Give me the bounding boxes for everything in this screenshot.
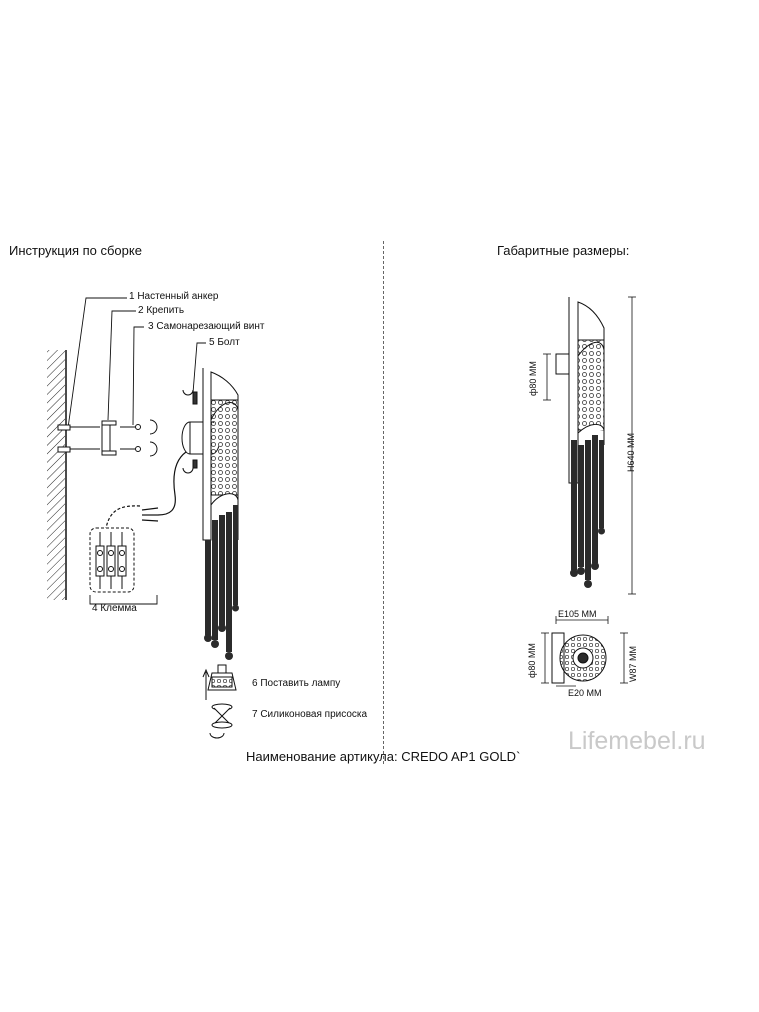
mounting-bracket xyxy=(101,420,117,456)
dimension-lines xyxy=(541,296,636,687)
lamp-bulb xyxy=(202,664,237,700)
part-label-wall-anchor: 1 Настенный анкер xyxy=(129,291,219,302)
top-view-plate xyxy=(551,632,607,684)
lamp-body-left xyxy=(202,368,239,660)
watermark: Lifemebel.ru xyxy=(568,727,706,755)
lamp-body-right xyxy=(555,297,605,588)
section-divider xyxy=(383,241,384,764)
part-label-lamp: 6 Поставить лампу xyxy=(252,678,341,689)
leader-lines xyxy=(67,297,206,605)
dimensions-title: Габаритные размеры: xyxy=(497,243,630,258)
part-label-silicone-cap: 7 Силиконовая присоска xyxy=(252,709,368,720)
part-label-mount: 2 Крепить xyxy=(138,305,185,316)
screws xyxy=(120,389,194,474)
dim-height: H640 ММ xyxy=(626,432,636,472)
bolt xyxy=(192,391,198,469)
article-name: Наименование артикула: CREDO AP1 GOLD` xyxy=(246,749,521,764)
dim-width: W87 ММ xyxy=(628,646,638,682)
dim-e20: E20 ММ xyxy=(568,688,602,698)
terminal-block-detail xyxy=(89,527,135,593)
wire-cable xyxy=(105,451,187,529)
wall-anchors xyxy=(57,424,100,453)
part-label-terminal: 4 Клемма xyxy=(92,603,137,614)
silicone-cap xyxy=(209,703,233,739)
dim-e105: E105 ММ xyxy=(558,609,597,619)
wall-hatch xyxy=(47,350,67,600)
dim-diameter-bottom: ф80 ММ xyxy=(527,643,537,678)
assembly-title: Инструкция по сборке xyxy=(9,243,142,258)
part-label-bolt: 5 Болт xyxy=(209,337,240,348)
part-label-screw: 3 Самонарезающий винт xyxy=(148,321,265,332)
dim-diameter-top: ф80 ММ xyxy=(528,361,538,396)
